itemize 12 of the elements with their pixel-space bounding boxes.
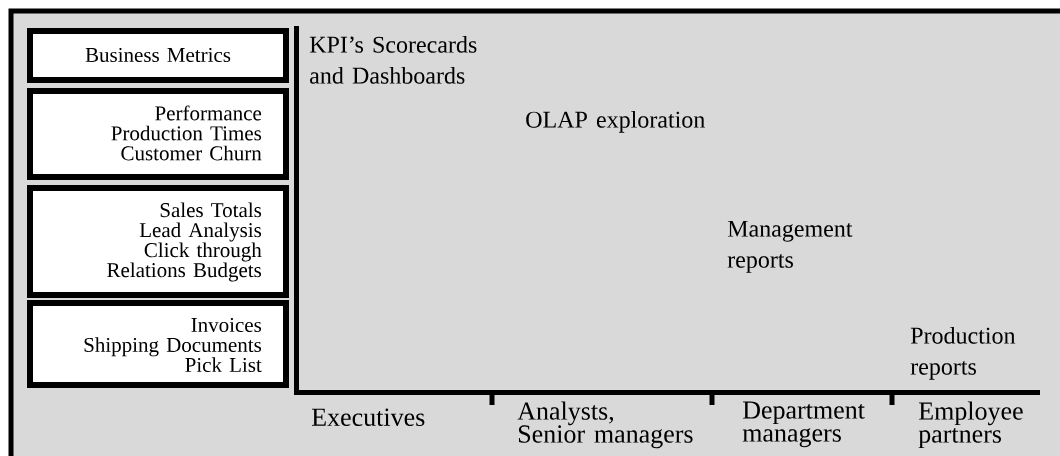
text-label: OLAP exploration — [526, 110, 705, 133]
text-label: Management reports — [727, 220, 853, 273]
metric-box: Invoices Shipping Documents Pick List — [27, 300, 289, 388]
axis-label: Executives — [311, 408, 425, 426]
axis-label: Analysts, Senior managers — [517, 401, 693, 449]
metric-box: Sales Totals Lead Analysis Click through Relations Budgets — [27, 185, 289, 298]
text-label: KPI’s Scorecards and Dashboards — [309, 35, 477, 84]
metric-box: Business Metrics — [27, 28, 289, 83]
axis-label: Department managers — [742, 401, 865, 448]
text-label: Production reports — [910, 326, 1016, 380]
axis-label: Employee partners — [918, 401, 1023, 449]
metric-box: Performance Production Times Customer Churn — [27, 88, 289, 180]
